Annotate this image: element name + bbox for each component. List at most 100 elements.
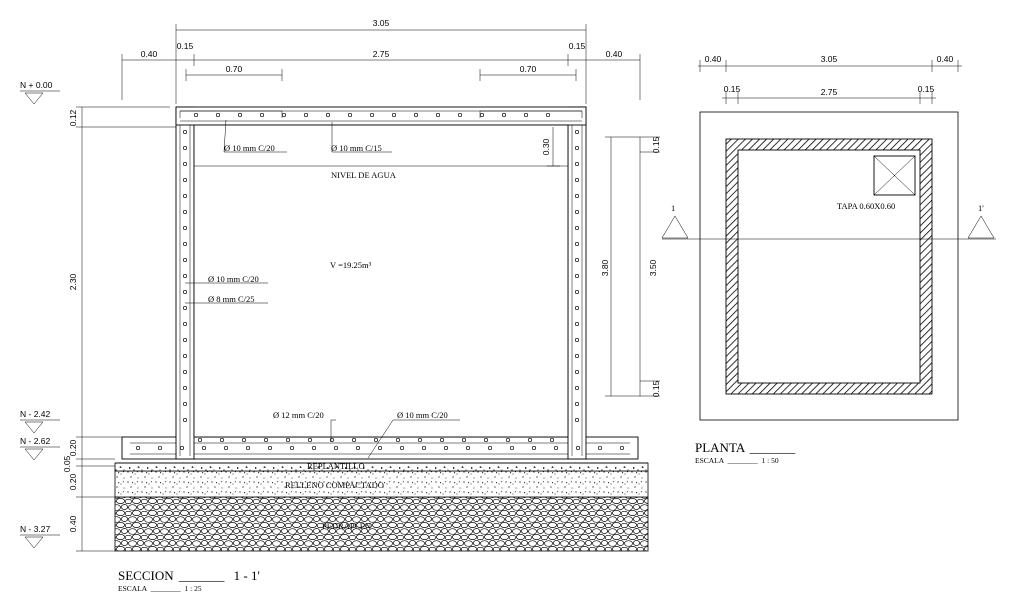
rebar-dot [574, 161, 580, 167]
plan-dim-inner: 2.75 [821, 87, 838, 97]
rebar-dot [182, 417, 188, 423]
rebar-dot [574, 369, 580, 375]
rebar-dot [237, 112, 243, 118]
dim-top-slab: 0.12 [68, 109, 78, 126]
plan-scale: ESCALA ________ 1 : 50 [695, 456, 779, 465]
rebar-dot [435, 112, 441, 118]
rebar-dot [399, 445, 405, 451]
level-3: N - 3.27 [20, 524, 51, 534]
plan-lid [873, 155, 916, 196]
rebar-dot [395, 437, 401, 443]
rebar-dot [179, 445, 185, 451]
rebar-dot [259, 112, 265, 118]
rebar-dot [574, 209, 580, 215]
rebar-dot [267, 445, 273, 451]
rebar-dot [219, 437, 225, 443]
rebar-dot [285, 437, 291, 443]
plan-dimensions: 0.40 3.05 0.40 0.15 2.75 0.15 [698, 54, 962, 104]
rebar-dot [182, 353, 188, 359]
rebar-dot [182, 273, 188, 279]
rebar-dot [182, 305, 188, 311]
label-rebar-top-a: Ø 10 mm C/20 [224, 143, 275, 153]
rebar-dot [439, 437, 445, 443]
rebar-dot [182, 369, 188, 375]
plan-dim-right-wall: 0.15 [918, 84, 935, 94]
rebar-dot [182, 193, 188, 199]
rebar-dot [574, 417, 580, 423]
rebar-dot [505, 437, 511, 443]
rebar-dot [182, 385, 188, 391]
dim-right-top: 0.15 [651, 136, 661, 153]
rebar-dot [574, 257, 580, 263]
rebar-dot [501, 112, 507, 118]
rebar-dot [197, 437, 203, 443]
right-wall [567, 106, 587, 460]
rebar-dot [574, 241, 580, 247]
label-rebar-top-b: Ø 10 mm C/15 [331, 143, 382, 153]
dim-total-width: 3.05 [373, 18, 390, 28]
dim-right-wall: 0.15 [569, 41, 586, 51]
dim-pedraplen: 0.40 [68, 515, 78, 532]
rebar-dot [574, 129, 580, 135]
rebar-dot [421, 445, 427, 451]
rebar-dot [619, 445, 625, 451]
rebar-dot [597, 445, 603, 451]
rebar-dot [182, 321, 188, 327]
rebar-dot [311, 445, 317, 451]
label-replantillo: REPLANTILLO [307, 461, 365, 471]
dim-relleno: 0.20 [68, 473, 78, 490]
dim-replantillo: 0.05 [62, 455, 72, 472]
rebar-dot [574, 305, 580, 311]
level-markers: N + 0.00 N - 2.42 N - 2.62 N - 3.27 [20, 80, 60, 549]
rebar-dot [182, 241, 188, 247]
rebar-dot [483, 437, 489, 443]
rebar-dot [417, 437, 423, 443]
section-view: Ø 10 mm C/20 Ø 10 mm C/15 NIVEL DE AGUA … [20, 18, 661, 593]
rebar-dot [201, 445, 207, 451]
rebar-dot [303, 112, 309, 118]
rebar-dot [355, 445, 361, 451]
rebar-dot [377, 445, 383, 451]
rebar-dot [223, 445, 229, 451]
dim-lid-right: 0.70 [520, 64, 537, 74]
rebar-dot [443, 445, 449, 451]
rebar-dot [413, 112, 419, 118]
rebar-dot [373, 437, 379, 443]
rebar-dot [182, 257, 188, 263]
rebar-dot [391, 112, 397, 118]
label-water-level: NIVEL DE AGUA [331, 170, 397, 180]
rebar-dot [574, 289, 580, 295]
right-dimensions: 0.30 0.15 3.50 3.80 0.15 [541, 127, 661, 397]
rebar-dot [575, 445, 581, 451]
rebar-dot [193, 112, 199, 118]
rebar-dot [465, 445, 471, 451]
rebar-dot [487, 445, 493, 451]
relleno-layer [114, 470, 649, 498]
cut-label-right: 1' [978, 203, 984, 213]
label-rebar-wall-a: Ø 10 mm C/20 [208, 274, 259, 284]
rebar-dot [461, 437, 467, 443]
rebar-dot [135, 445, 141, 451]
rebar-dot [182, 161, 188, 167]
rebar-dot [215, 112, 221, 118]
rebar-dot [182, 209, 188, 215]
rebar-dot [574, 193, 580, 199]
level-2: N - 2.62 [20, 436, 51, 446]
rebar-dot [574, 225, 580, 231]
section-scale: ESCALA ________ 1 : 25 [118, 584, 202, 593]
pedraplen-layer [114, 496, 649, 552]
rebar-dot [531, 445, 537, 451]
replantillo-layer [114, 462, 649, 472]
rebar-dot [574, 353, 580, 359]
rebar-dot [182, 337, 188, 343]
rebar-dot [574, 337, 580, 343]
label-pedraplen: PEDRAPLEN [322, 521, 371, 531]
rebar-dot [574, 177, 580, 183]
label-rebar-wall-b: Ø 8 mm C/25 [208, 294, 255, 304]
dim-right-inner: 3.50 [648, 259, 658, 276]
rebar-dot [157, 445, 163, 451]
rebar-dots [135, 112, 625, 451]
rebar-dot [549, 437, 555, 443]
rebar-dot [182, 225, 188, 231]
label-volume: V =19.25m³ [330, 260, 372, 270]
